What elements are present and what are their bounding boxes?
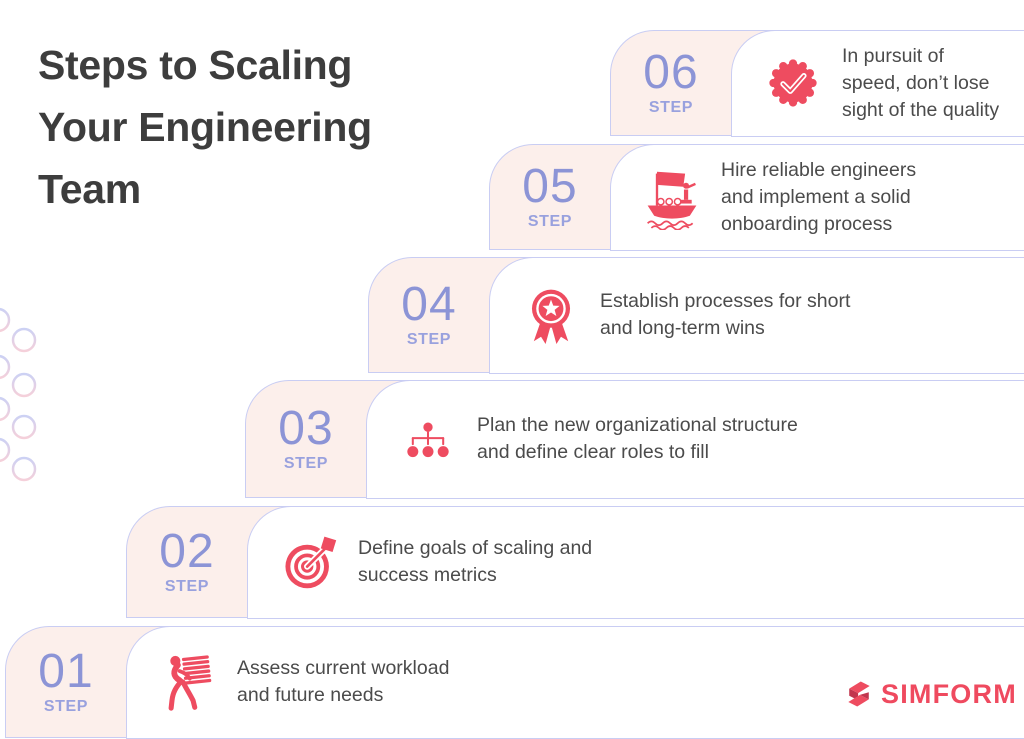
step-description: Assess current workload and future needs bbox=[237, 657, 450, 706]
step-panel: Assess current workload and future needs bbox=[126, 625, 1024, 739]
step-panel: Hire reliable engineers and implement a … bbox=[610, 143, 1024, 251]
rings-decoration bbox=[0, 307, 37, 482]
step-number-tile: 04 STEP bbox=[369, 258, 489, 372]
step-row-01: 01 STEP Assess current workload a bbox=[5, 625, 1024, 739]
target-dart-icon bbox=[278, 529, 340, 595]
step-word: STEP bbox=[406, 330, 452, 348]
quality-badge-icon bbox=[762, 50, 824, 116]
ship-crew-icon bbox=[641, 164, 703, 230]
step-panel: Define goals of scaling and success metr… bbox=[247, 505, 1024, 619]
medal-icon bbox=[520, 282, 582, 348]
step-number-tile: 01 STEP bbox=[6, 627, 126, 737]
step-number: 03 bbox=[278, 401, 334, 455]
step-description: Plan the new organizational structure an… bbox=[477, 414, 798, 463]
step-word: STEP bbox=[283, 454, 329, 472]
step-number: 04 bbox=[401, 277, 457, 331]
step-number: 05 bbox=[522, 159, 578, 213]
step-row-06: 06 STEP In pursuit of speed, don’t lose … bbox=[610, 29, 1024, 137]
step-panel: In pursuit of speed, don’t lose sight of… bbox=[731, 29, 1024, 137]
step-panel: Plan the new organizational structure an… bbox=[366, 379, 1024, 499]
simform-logo-mark bbox=[848, 681, 870, 707]
step-description: Hire reliable engineers and implement a … bbox=[721, 158, 917, 235]
step-number: 01 bbox=[38, 644, 94, 698]
step-row-05: 05 STEP Hire reliable engineers and impl… bbox=[489, 143, 1024, 251]
step-description: In pursuit of speed, don’t lose sight of… bbox=[842, 44, 1000, 121]
step-word: STEP bbox=[164, 577, 210, 595]
step-number-tile: 05 STEP bbox=[490, 145, 610, 249]
step-row-02: 02 STEP Define goals of scaling and succ… bbox=[126, 505, 1024, 619]
step-number-tile: 06 STEP bbox=[611, 31, 731, 135]
step-description: Establish processes for short and long-t… bbox=[600, 290, 851, 339]
simform-logo-text: SIMFORM bbox=[881, 678, 1017, 709]
workload-person-icon bbox=[157, 649, 219, 715]
step-panel: Establish processes for short and long-t… bbox=[489, 256, 1024, 374]
step-description: Define goals of scaling and success metr… bbox=[358, 537, 593, 586]
step-number: 02 bbox=[159, 524, 215, 578]
simform-logo: SIMFORM bbox=[843, 677, 1017, 711]
step-row-03: 03 STEP Plan the new organizational stru… bbox=[245, 379, 1024, 499]
step-row-04: 04 STEP Establish processes for short an… bbox=[368, 256, 1024, 374]
step-word: STEP bbox=[648, 98, 694, 116]
step-number-tile: 03 STEP bbox=[246, 381, 366, 497]
step-number: 06 bbox=[643, 45, 699, 99]
step-word: STEP bbox=[527, 212, 573, 230]
org-chart-icon bbox=[397, 406, 459, 472]
step-word: STEP bbox=[43, 697, 89, 715]
step-number-tile: 02 STEP bbox=[127, 507, 247, 617]
page-title: Steps to Scaling Your Engineering Team bbox=[38, 42, 372, 212]
